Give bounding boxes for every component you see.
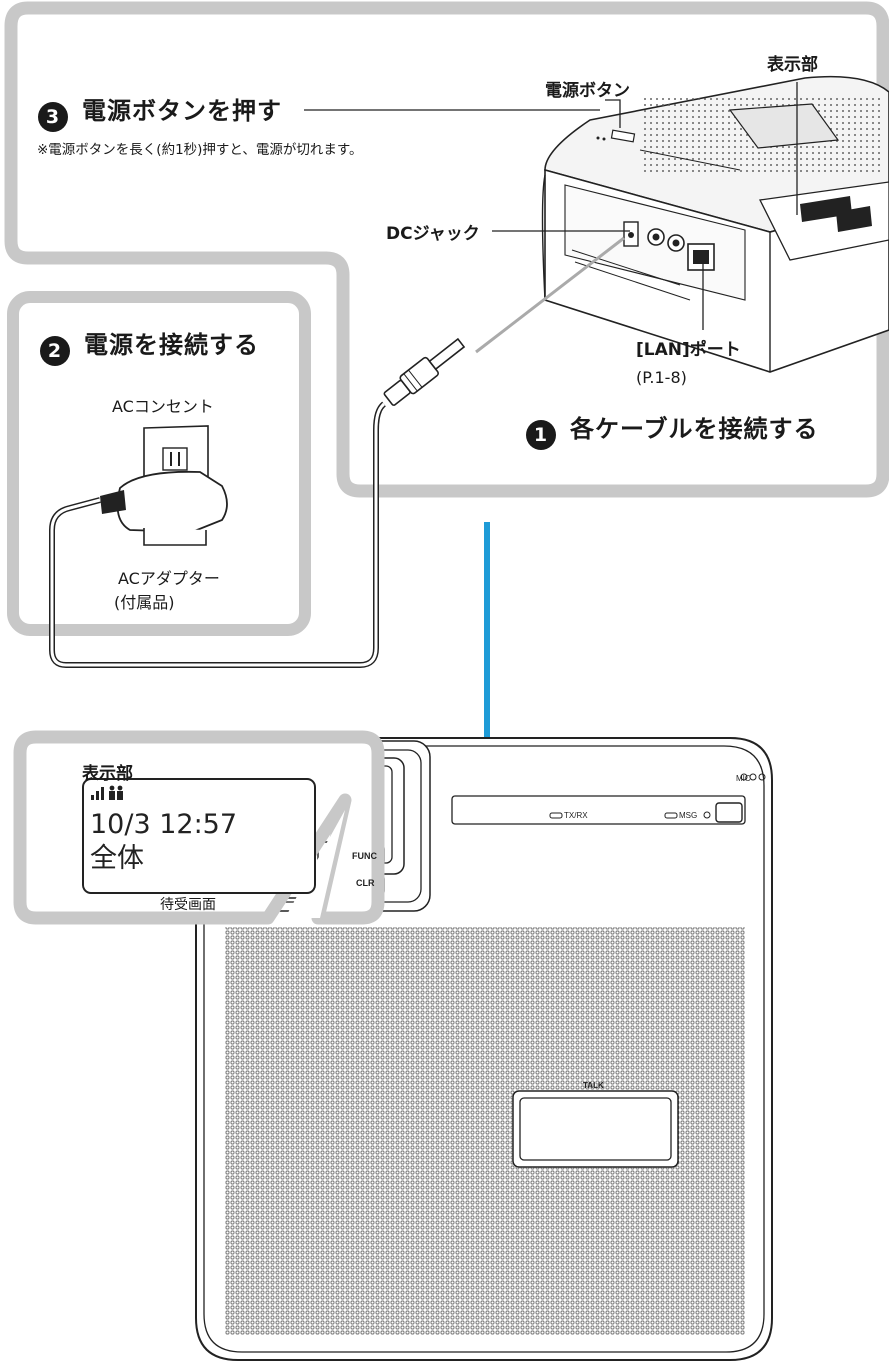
ac-adapter-label: ACアダプター (118, 569, 220, 588)
talk-label: TALK (583, 1081, 604, 1090)
top-device-illustration (541, 75, 889, 373)
standby-screen-label: 待受画面 (160, 897, 216, 913)
dc-jack-label: DCジャック (386, 224, 480, 244)
mic-label: MIC (736, 774, 751, 783)
step1-title: 各ケーブルを接続する (570, 415, 819, 443)
ac-adapter-sub-label: (付属品) (114, 593, 175, 612)
func-key[interactable]: FUNC (352, 851, 377, 861)
dc-plug (383, 337, 466, 406)
step3-title: 電源ボタンを押す (82, 97, 282, 125)
lan-page-ref: (P.1-8) (636, 368, 687, 387)
step2-title: 電源を接続する (84, 331, 259, 359)
lan-port-label: [LAN]ポート (636, 340, 741, 360)
txrx-label: TX/RX (564, 811, 588, 820)
display-label-top: 表示部 (767, 55, 818, 75)
step3-note: ※電源ボタンを長く(約1秒)押すと、電源が切れます。 (37, 142, 363, 158)
display-label-bottom: 表示部 (82, 764, 133, 784)
step2-number: 2 (40, 336, 70, 366)
lcd-group: 全体 (90, 843, 144, 874)
signal-icon (90, 784, 136, 806)
lcd-time: 10/3 12:57 (90, 809, 238, 840)
ac-outlet-label: ACコンセント (112, 397, 214, 416)
step3-heading: 3 電源ボタンを押す (38, 91, 282, 132)
dc-cable (49, 236, 625, 668)
step1-number: 1 (526, 420, 556, 450)
clr-key[interactable]: CLR (356, 878, 375, 888)
step2-heading: 2 電源を接続する (40, 325, 259, 366)
step3-number: 3 (38, 102, 68, 132)
power-button-label: 電源ボタン (545, 81, 630, 101)
step1-heading: 1 各ケーブルを接続する (526, 409, 819, 450)
standby-lcd: 10/3 12:57 全体 (82, 778, 316, 894)
ac-adapter-illustration (100, 470, 228, 546)
msg-label: MSG (679, 811, 697, 820)
